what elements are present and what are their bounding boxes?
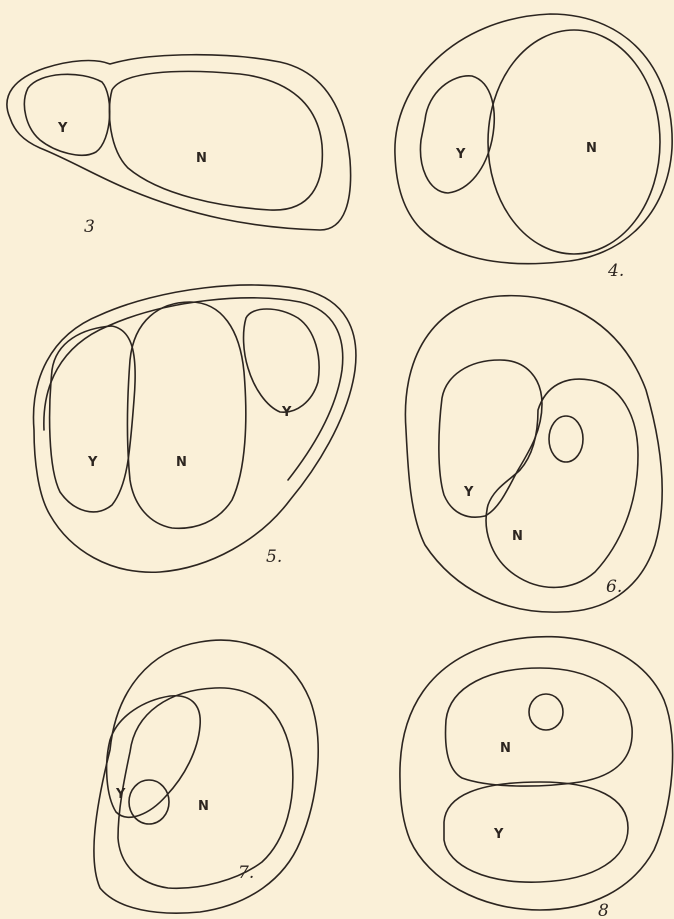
- cell-yolk-outline: [244, 309, 320, 412]
- yolk-label: Y: [281, 405, 292, 420]
- cell-nucleus-outline: [486, 379, 638, 587]
- cell-nucleus-outline: [109, 71, 322, 210]
- figure-number: 6.: [606, 577, 622, 597]
- cell-membrane-outline: [44, 298, 343, 480]
- cell-yolk-outline: [444, 782, 628, 882]
- yolk-label: Y: [455, 147, 466, 162]
- figure-8: N Y 8: [400, 637, 673, 919]
- figure-5: Y N Y 5.: [34, 285, 356, 572]
- figure-number: 7.: [238, 863, 254, 883]
- figure-number: 8: [598, 901, 609, 919]
- nucleolus-outline: [529, 694, 563, 730]
- yolk-label: Y: [115, 787, 126, 802]
- figure-number: 5.: [266, 547, 282, 567]
- cell-nucleus-outline: [488, 30, 660, 254]
- cell-yolk-outline: [420, 76, 494, 193]
- cell-nucleus-outline: [118, 688, 293, 888]
- yolk-label: Y: [493, 827, 504, 842]
- cell-outer-outline: [7, 55, 351, 230]
- figure-7: Y N 7.: [94, 640, 318, 913]
- figure-6: Y N 6.: [405, 296, 662, 612]
- nucleus-label: N: [176, 455, 187, 470]
- cell-yolk-outline: [439, 360, 542, 517]
- nucleolus-outline: [129, 780, 169, 824]
- yolk-label: Y: [463, 485, 474, 500]
- figure-number: 3: [84, 217, 95, 237]
- figure-number: 4.: [607, 261, 624, 281]
- cell-yolk-outline: [50, 326, 136, 512]
- figure-4: Y N 4.: [395, 14, 672, 281]
- cell-outer-outline: [400, 637, 673, 910]
- figure-3: Y N 3: [7, 55, 351, 237]
- cell-nucleus-outline: [127, 302, 245, 528]
- cell-outer-outline: [94, 640, 318, 913]
- cell-yolk-outline: [24, 74, 109, 155]
- nucleus-label: N: [512, 529, 523, 544]
- yolk-label: Y: [87, 455, 98, 470]
- cell-outer-outline: [405, 296, 662, 612]
- cell-nucleus-outline: [446, 668, 633, 786]
- nucleolus-outline: [549, 416, 583, 462]
- nucleus-label: N: [198, 799, 209, 814]
- yolk-label: Y: [57, 121, 68, 136]
- nucleus-label: N: [586, 141, 597, 156]
- nucleus-label: N: [500, 741, 511, 756]
- nucleus-label: N: [196, 151, 207, 166]
